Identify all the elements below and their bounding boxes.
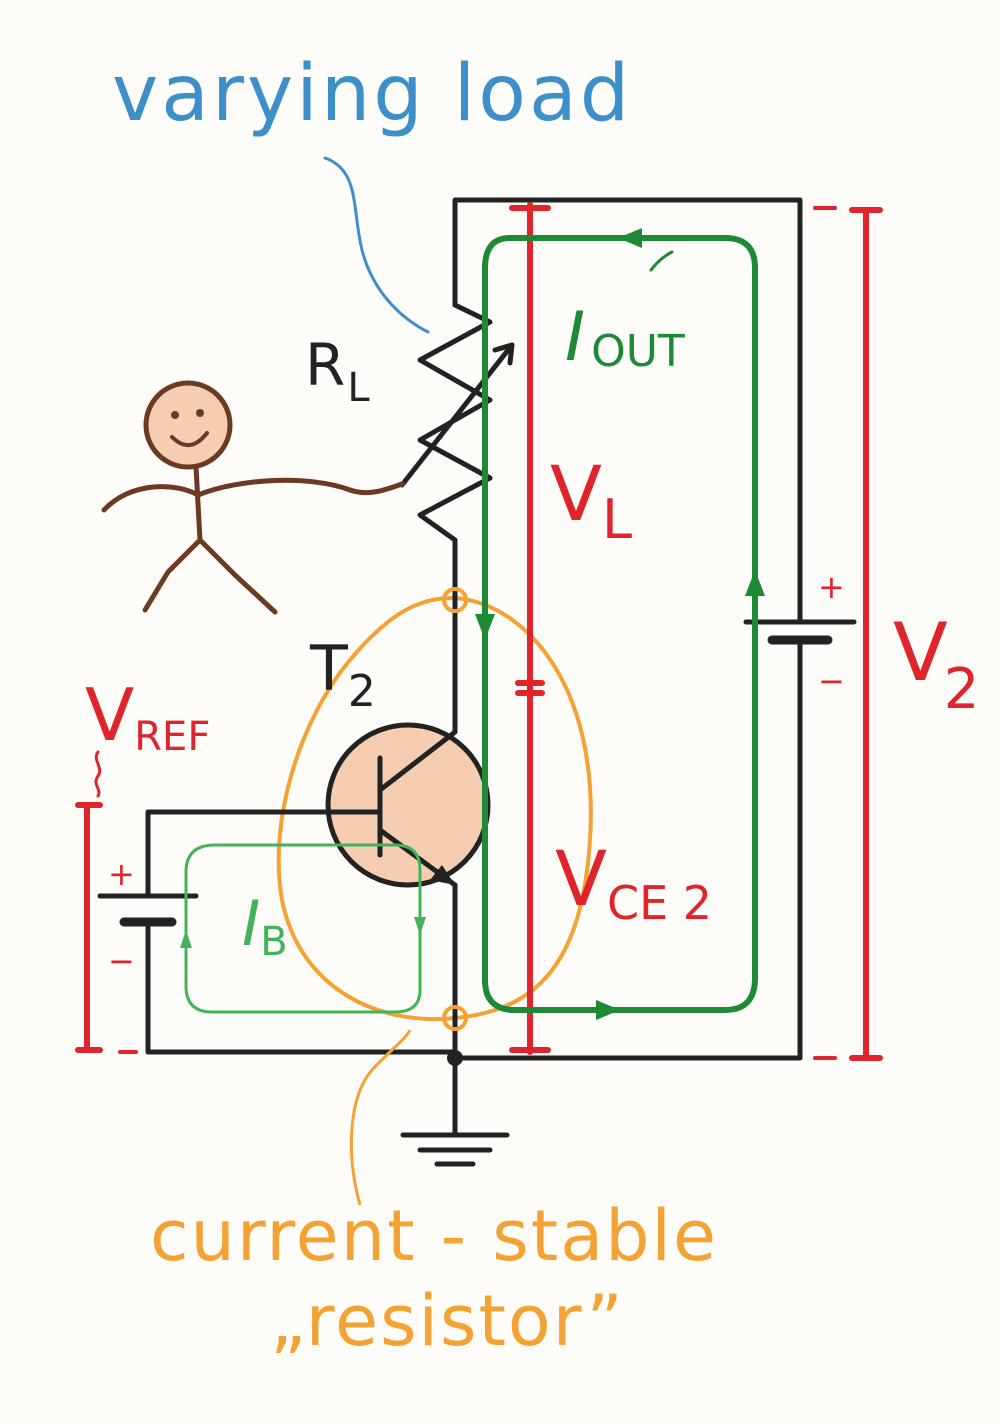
output-current-loop xyxy=(475,228,765,1020)
caption-line-2: „resistor” xyxy=(270,1280,625,1362)
collector-junction xyxy=(442,587,468,613)
variable-arrow xyxy=(399,342,515,488)
v2-plus-sign: + xyxy=(818,568,845,606)
rl-label: RL xyxy=(305,331,370,411)
current-stable-loop xyxy=(276,595,593,1021)
caption-line-1: current - stable xyxy=(150,1195,718,1277)
vref-minus-sign: − xyxy=(108,942,135,980)
varying-load-label: varying load xyxy=(112,49,632,139)
base-current-loop xyxy=(180,843,426,1014)
wiring xyxy=(145,197,803,1138)
vref-bar xyxy=(75,750,138,1054)
load-resistor xyxy=(417,302,493,543)
ground-symbol xyxy=(400,1132,510,1167)
caption-pointer xyxy=(349,1029,412,1206)
v2-label: V2 xyxy=(893,606,979,722)
vref-label: VREF xyxy=(85,673,210,760)
vl-label: VL xyxy=(550,449,632,551)
v2-bar xyxy=(813,206,883,1061)
ground-node xyxy=(447,1050,463,1066)
person-figure xyxy=(101,380,405,615)
ib-label: IB xyxy=(242,887,288,965)
t2-label: T2 xyxy=(309,632,376,717)
vl-vce2-bar xyxy=(509,202,551,1055)
load-pointer xyxy=(323,156,430,334)
vref-battery xyxy=(97,893,199,927)
v2-battery xyxy=(743,619,857,645)
emitter-junction xyxy=(442,1005,468,1031)
vref-plus-sign: + xyxy=(108,855,135,893)
transistor-t2 xyxy=(322,722,491,888)
vce2-label: VCE 2 xyxy=(555,834,712,930)
v2-minus-sign: − xyxy=(818,662,845,700)
